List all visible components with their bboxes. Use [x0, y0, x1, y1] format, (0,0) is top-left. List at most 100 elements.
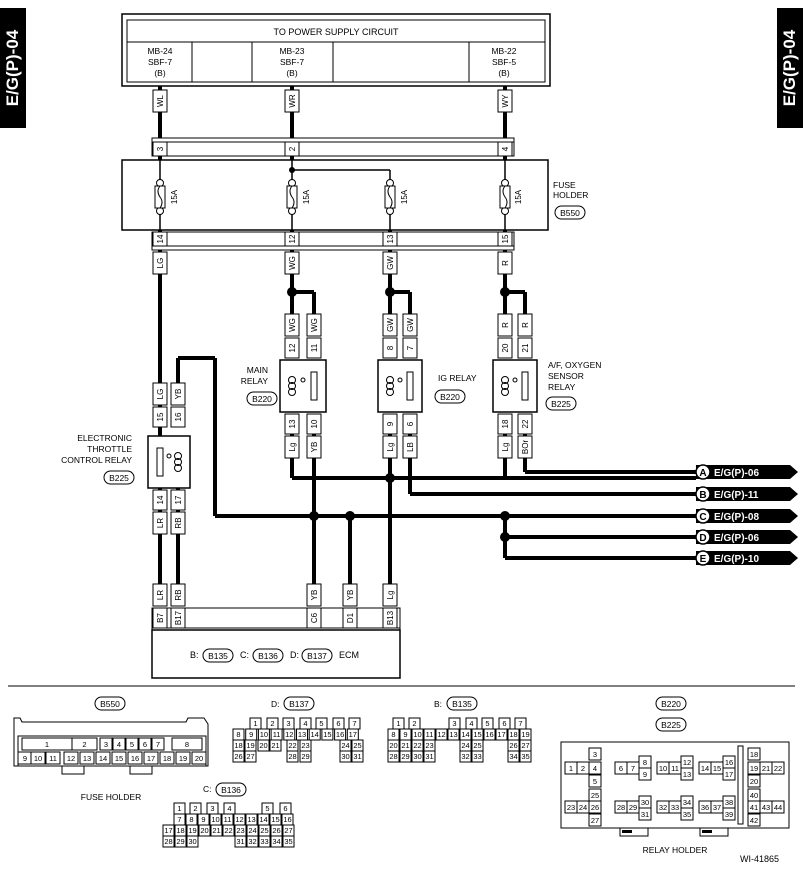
- ref-A: A E/G(P)-06: [695, 464, 798, 480]
- relay-pin-label: BOr: [521, 440, 530, 455]
- pin-number: 8: [391, 730, 395, 739]
- pin-cell: [423, 750, 436, 763]
- pin-number: 21: [762, 764, 770, 773]
- pin-number: 41: [750, 803, 758, 812]
- fuse-connector-bottom: 14 12 13 15 LG WG GW R: [151, 231, 515, 275]
- ref-letter: C: [699, 512, 706, 523]
- pin-number: 1: [177, 804, 181, 813]
- pin-number: 11: [49, 754, 57, 763]
- pin-number: 18: [234, 741, 242, 750]
- pin-cell: [232, 750, 245, 763]
- pin-cell: [174, 835, 187, 848]
- wire-color: WY: [501, 94, 510, 108]
- relay-pin-label: LG: [156, 389, 165, 400]
- pin-number: 29: [401, 752, 409, 761]
- pin-number: C6: [310, 612, 319, 623]
- pin-number: 4: [593, 764, 597, 773]
- pin-number: 23: [567, 803, 575, 812]
- relay-pin-label: 17: [174, 495, 183, 504]
- pin-number: 15: [115, 754, 123, 763]
- pin-number: 20: [195, 754, 203, 763]
- relay-pin-label: 13: [288, 419, 297, 428]
- power-supply-title: TO POWER SUPPLY CIRCUIT: [273, 27, 399, 37]
- pin-number: 6: [283, 804, 287, 813]
- pin-cell: [471, 750, 484, 763]
- pin-number: 8: [236, 730, 240, 739]
- fuse-holder-label: HOLDER: [553, 190, 588, 200]
- pin-cell: [95, 751, 111, 765]
- source-name: MB-23: [279, 46, 304, 56]
- pin-cell: [111, 751, 127, 765]
- pin-cell: [321, 728, 334, 741]
- connector-id: B220: [661, 699, 681, 709]
- pin-number: 14: [156, 234, 165, 243]
- ig-relay-label: IG RELAY: [438, 373, 477, 383]
- pin-number: 13: [83, 754, 91, 763]
- pin-number: 4: [501, 146, 510, 151]
- connector-id: B135: [208, 651, 228, 661]
- pin-number: 25: [260, 826, 268, 835]
- wire-color: WL: [156, 94, 165, 107]
- conn-prefix: C:: [203, 784, 212, 794]
- pin-cell: [680, 807, 694, 821]
- wire-color: LG: [156, 258, 165, 269]
- pin-number: 34: [683, 798, 691, 807]
- relay-pin-label: 18: [501, 419, 510, 428]
- pin-number: 10: [659, 764, 667, 773]
- figure-id: WI-41865: [740, 854, 779, 864]
- pin-number: 16: [336, 730, 344, 739]
- pin-number: 42: [750, 816, 758, 825]
- pin-number: 15: [323, 730, 331, 739]
- pin-cell: [638, 767, 652, 781]
- pin-number: 3: [210, 804, 214, 813]
- pin-cell: [99, 737, 113, 751]
- pin-number: 24: [341, 741, 349, 750]
- pin-number: 7: [156, 740, 160, 749]
- pin-cell: [588, 747, 602, 761]
- relay-pin-label: 21: [521, 343, 530, 352]
- pin-number: 12: [683, 758, 691, 767]
- ref-letter: E: [700, 554, 707, 565]
- pin-number: 19: [188, 826, 196, 835]
- pin-number: 17: [497, 730, 505, 739]
- connector-id: B550: [560, 208, 580, 218]
- pin-number: 5: [265, 804, 269, 813]
- pin-number: 6: [619, 764, 623, 773]
- pin-cell: [79, 751, 95, 765]
- pin-number: 18: [750, 750, 758, 759]
- fuse-holder-label: FUSE: [553, 180, 576, 190]
- pin-cell: [257, 739, 270, 752]
- pin-number: 20: [389, 741, 397, 750]
- connector-id: B225: [109, 473, 129, 483]
- connector-id: B225: [551, 399, 571, 409]
- pin-number: 19: [179, 754, 187, 763]
- pin-cell: [339, 750, 352, 763]
- pin-number: 3: [156, 146, 165, 151]
- wire-color: LR: [156, 590, 165, 600]
- pin-number: 23: [301, 741, 309, 750]
- pin-number: 34: [272, 837, 280, 846]
- pin-number: 35: [521, 752, 529, 761]
- pin-cell: [519, 750, 532, 763]
- relay-pin-label: Lg: [288, 443, 297, 452]
- main-relay-label: RELAY: [241, 376, 269, 386]
- ref-page: E/G(P)-06: [714, 533, 759, 544]
- pin-number: 13: [247, 815, 255, 824]
- pin-number: 6: [143, 740, 147, 749]
- pin-number: 24: [579, 803, 587, 812]
- etc-relay-label: CONTROL RELAY: [61, 455, 132, 465]
- etc-relay-label: THROTTLE: [87, 444, 132, 454]
- pin-number: 15: [473, 730, 481, 739]
- af-relay-label: A/F, OXYGEN: [548, 360, 601, 370]
- pin-number: 17: [725, 770, 733, 779]
- source-name: MB-24: [147, 46, 172, 56]
- pin-number: 2: [82, 740, 86, 749]
- ecm-name: ECM: [339, 650, 359, 660]
- pin-cell: [747, 774, 761, 788]
- ref-page: E/G(P)-08: [714, 512, 759, 523]
- ref-letter: B: [699, 490, 706, 501]
